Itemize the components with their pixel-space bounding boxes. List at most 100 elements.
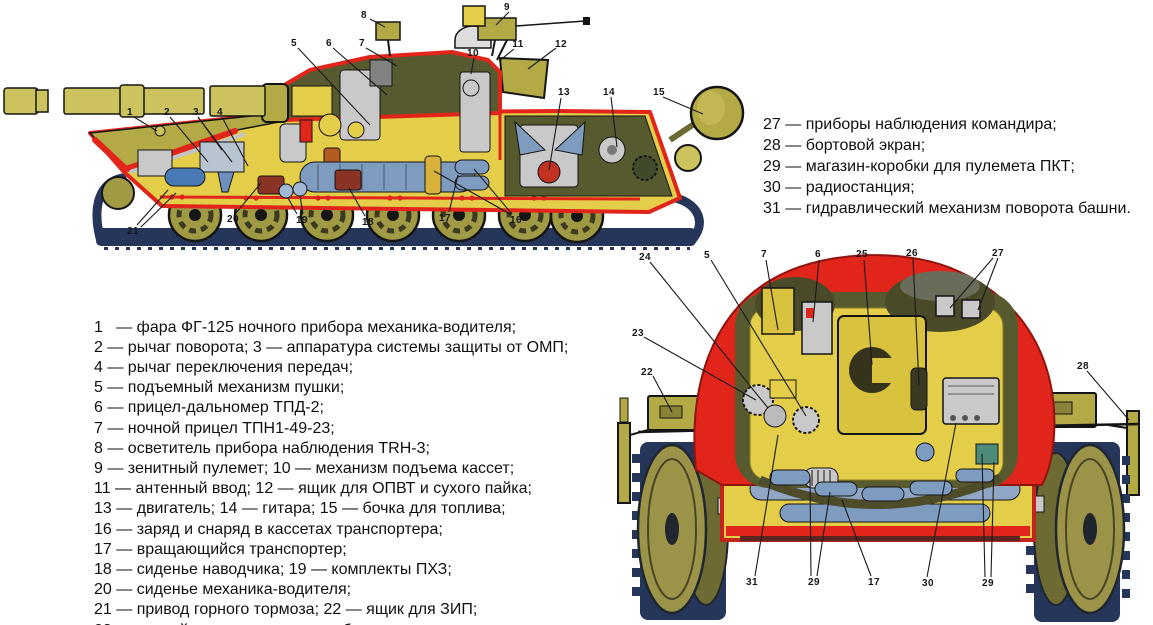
callout-leader-line [470, 57, 475, 75]
legend-right: 27 — приборы наблюдения командира;28 — б… [763, 53, 1131, 219]
callout-number: 24 [639, 252, 651, 263]
side-turret [261, 39, 508, 153]
legend-line: 27 — приборы наблюдения командира; [763, 116, 1057, 134]
legend-line: 5 — подъемный механизм пушки; [94, 379, 345, 397]
callout-leader-line [169, 116, 209, 163]
legend-line: 13 — двигатель; 14 — гитара; 15 — бочка … [94, 500, 506, 518]
aa-mg-body [477, 17, 517, 41]
callout-leader-line [297, 47, 371, 126]
callout-leader-line [527, 47, 557, 70]
callout-leader-line [990, 461, 995, 578]
callout-leader-line [299, 195, 304, 215]
callout-number: 13 [558, 87, 570, 98]
callout-leader-line [287, 197, 298, 215]
cassette [909, 480, 953, 496]
callout-leader-line [365, 47, 398, 67]
callout-leader-line [221, 116, 249, 167]
elevation-gear [792, 406, 820, 434]
callout-leader-line [610, 96, 618, 148]
front-right-wheels [1033, 443, 1126, 615]
callout-number: 22 [641, 367, 653, 378]
callout-leader-line [197, 116, 233, 163]
callout-number: 11 [512, 39, 524, 50]
legend-line: 29 — магазин-коробки для пулемета ПКТ; [763, 157, 1075, 175]
callout-number: 25 [856, 249, 868, 260]
legend-line: 7 — ночной прицел ТПН1-49-23; [94, 419, 335, 437]
callout-leader-line [433, 170, 511, 215]
callout-leader-line [649, 261, 769, 409]
callout-number: 23 [632, 328, 644, 339]
callout-number: 31 [746, 577, 758, 588]
transmission-box [199, 141, 245, 173]
callout-leader-line [473, 168, 513, 215]
callout-number: 9 [504, 2, 510, 13]
callout-number: 14 [603, 87, 615, 98]
traverse-handwheel [742, 384, 774, 416]
callout-number: 8 [361, 10, 367, 21]
legend-left: 1 — фара ФГ-125 ночного прибора механика… [94, 257, 568, 625]
antenna [496, 39, 508, 61]
gun-mantlet [261, 83, 289, 123]
ammo-cassette [424, 155, 442, 195]
callout-number: 27 [992, 248, 1004, 259]
ammo-round [454, 159, 490, 175]
callout-leader-line [765, 259, 779, 331]
callout-number: 12 [555, 39, 567, 50]
callout-leader-line [981, 453, 986, 578]
callout-leader-line [863, 259, 873, 366]
observation-device [961, 299, 981, 319]
opvt-box [498, 56, 550, 100]
callout-leader-line [498, 48, 515, 62]
callout-leader-line [809, 477, 812, 577]
right-side-screen [1126, 410, 1140, 496]
callout-number: 16 [510, 215, 522, 226]
callout-number: 15 [653, 87, 665, 98]
callout-leader-line [548, 97, 562, 171]
small-fuel-drum [674, 144, 702, 172]
callout-leader-line [495, 11, 510, 26]
callout-leader-line [643, 336, 757, 401]
callout-number: 19 [296, 215, 308, 226]
callout-number: 7 [761, 249, 767, 260]
callout-leader-line [140, 192, 177, 228]
callout-number: 17 [439, 213, 451, 224]
aa-mg-barrel [515, 20, 586, 27]
callout-leader-line [348, 187, 366, 217]
front-running-gear [632, 442, 1130, 622]
legend-line: 16 — заряд и снаряд в кассетах транспорт… [94, 520, 443, 538]
cassette [814, 481, 858, 497]
callout-leader-line [136, 189, 169, 226]
aa-mg-ammo-box [462, 5, 486, 27]
callout-leader-line [949, 257, 994, 309]
callout-leader-line [662, 96, 704, 115]
callout-number: 29 [982, 578, 994, 589]
front-armor-red-v [92, 128, 238, 172]
legend-line: 17 — вращающийся транспортер; [94, 540, 347, 558]
sight-housing [369, 59, 393, 87]
callout-leader-line [1086, 370, 1130, 421]
callout-number: 17 [868, 577, 880, 588]
callout-number: 20 [227, 214, 239, 225]
callout-leader-line [710, 259, 807, 417]
callout-leader-line [754, 434, 779, 577]
headlight [154, 125, 166, 137]
elevation-gear [318, 113, 342, 137]
gunner-seat [334, 169, 362, 191]
legend-line: 20 — сиденье механика-водителя; [94, 581, 352, 599]
left-side-screen [617, 422, 631, 504]
cassette [861, 486, 905, 502]
callout-leader-line [912, 258, 920, 386]
callout-number: 21 [127, 226, 139, 237]
callout-leader-line [448, 174, 459, 213]
callout-leader-line [332, 47, 388, 96]
night-sight-box [761, 287, 795, 335]
callout-number: 10 [467, 48, 479, 59]
legend-line: 31 — гидравлический механизм поворота ба… [763, 199, 1131, 217]
legend-line: 1 — фара ФГ-125 ночного прибора механика… [94, 318, 517, 336]
legend-line: 6 — прицел-дальномер ТПД-2; [94, 399, 324, 417]
legend-line: 4 — рычаг переключения передач; [94, 359, 354, 377]
callout-number: 29 [808, 577, 820, 588]
legend-line: 18 — сиденье наводчика; 19 — комплекты П… [94, 561, 452, 579]
